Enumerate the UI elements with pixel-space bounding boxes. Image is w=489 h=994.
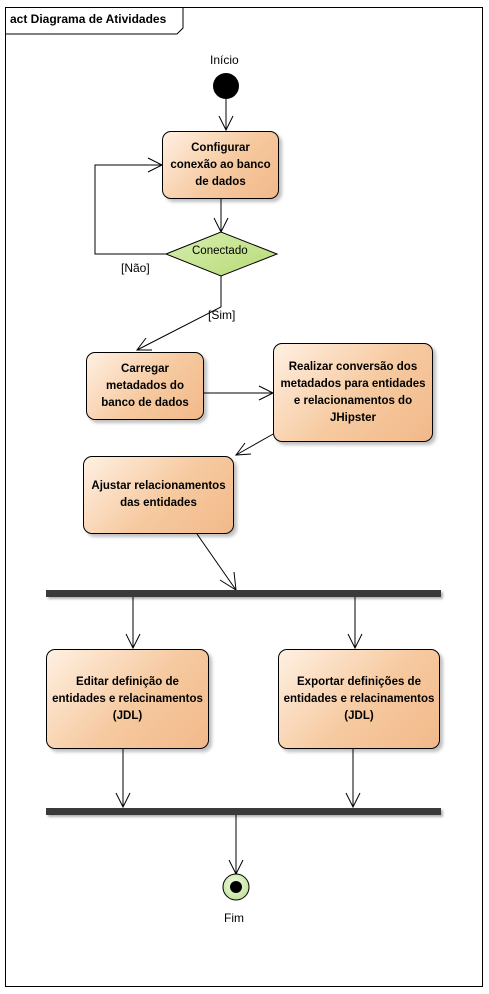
edge-decision-load-yes — [136, 276, 222, 351]
edge-adjust-fork — [196, 533, 237, 591]
start-label: Início — [210, 53, 239, 67]
initial-node — [213, 73, 239, 99]
edge-decision-configure-no — [94, 164, 166, 255]
diagram-title: act Diagrama de Atividades — [10, 12, 167, 26]
action-load-metadata[interactable]: Carregar metadados do banco de dados — [86, 352, 204, 420]
edge-convert-adjust — [235, 432, 276, 456]
action-configure-connection[interactable]: Configurar conexão ao banco de dados — [162, 131, 279, 199]
guard-no: [Não] — [121, 261, 150, 275]
join-bar — [46, 808, 441, 815]
end-label: Fim — [224, 911, 244, 925]
action-export-definitions[interactable]: Exportar definições de entidades e relac… — [278, 649, 440, 749]
diagram-title-tab — [5, 7, 184, 35]
action-convert-metadata[interactable]: Realizar conversão dos metadados para en… — [273, 343, 433, 442]
guard-yes: [Sim] — [208, 308, 236, 322]
action-adjust-relationships[interactable]: Ajustar relacionamentos das entidades — [83, 456, 234, 534]
decision-node — [164, 231, 279, 277]
final-node-core — [230, 881, 242, 893]
decision-label: Conectado — [192, 245, 248, 257]
fork-bar — [46, 590, 441, 597]
diagram-frame — [5, 7, 483, 987]
action-edit-definitions[interactable]: Editar definição de entidades e relacina… — [46, 649, 209, 749]
